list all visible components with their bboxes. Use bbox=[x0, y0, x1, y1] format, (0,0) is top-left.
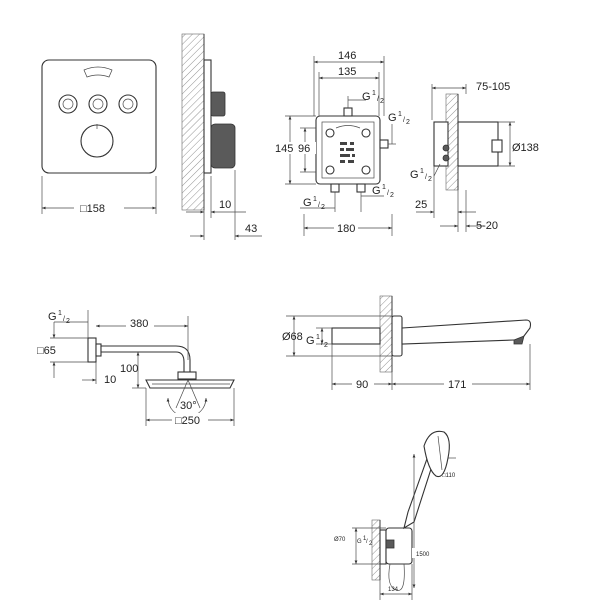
plate-side bbox=[203, 59, 212, 174]
svg-text:1: 1 bbox=[316, 334, 320, 341]
brand-logo bbox=[83, 66, 113, 78]
svg-text:/: / bbox=[387, 190, 389, 197]
svg-text:1: 1 bbox=[382, 184, 386, 191]
svg-text:/: / bbox=[377, 96, 379, 103]
spout-view: Ø68 G 1 / 2 90 171 bbox=[282, 295, 532, 391]
depth-b-label: 43 bbox=[245, 223, 257, 235]
svg-text:2: 2 bbox=[428, 176, 432, 183]
box-logo bbox=[335, 125, 361, 129]
button-3 bbox=[118, 94, 138, 114]
svg-text:/: / bbox=[318, 202, 320, 209]
head-shower-view: G 1 / 2 380 □65 10 100 30° □250 bbox=[37, 310, 235, 427]
thermostat-knob bbox=[80, 124, 114, 158]
hand-head-size: □110 bbox=[442, 473, 456, 479]
svg-text:/: / bbox=[403, 117, 405, 124]
svg-text:2: 2 bbox=[66, 318, 70, 325]
svg-text:G: G bbox=[362, 91, 371, 103]
hand-shower-view: □110 Ø70 G 1 / 2 1500 134 bbox=[334, 430, 456, 600]
panel-side-view: 10 43 bbox=[181, 33, 262, 240]
svg-text:G: G bbox=[306, 335, 315, 347]
svg-text:G: G bbox=[357, 539, 362, 545]
box-front-view: 146 135 G 1 / 2 G 1 / 2 145 96 G 1 / 2 bbox=[272, 50, 410, 236]
hose bbox=[388, 563, 405, 591]
panel-plate bbox=[41, 59, 157, 174]
box-outer-width: 146 bbox=[338, 50, 356, 62]
wall-flange-size: □65 bbox=[37, 345, 56, 357]
box-side-view: G 1 / 2 75-105 Ø138 25 5-20 bbox=[410, 81, 539, 232]
svg-text:1: 1 bbox=[372, 90, 376, 97]
depth-a-label: 10 bbox=[219, 199, 231, 211]
wall-outlet-plate bbox=[379, 529, 387, 565]
svg-text:/: / bbox=[366, 539, 368, 545]
svg-text:G: G bbox=[410, 169, 419, 181]
svg-text:/: / bbox=[321, 340, 323, 347]
svg-text:G: G bbox=[48, 311, 57, 323]
box-side-offset: 25 bbox=[415, 199, 427, 211]
button-side bbox=[210, 91, 226, 117]
box-height-inner: 96 bbox=[298, 143, 310, 155]
spout-pipe bbox=[331, 327, 381, 345]
svg-text:2: 2 bbox=[321, 204, 325, 211]
flange-gap: 10 bbox=[104, 374, 116, 386]
spout-length-b: 171 bbox=[448, 379, 466, 391]
svg-text:1: 1 bbox=[420, 168, 424, 175]
svg-text:/: / bbox=[63, 316, 65, 323]
panel-width-label: □158 bbox=[80, 203, 105, 215]
arm-length: 380 bbox=[130, 318, 148, 330]
box-base-width: 180 bbox=[337, 223, 355, 235]
svg-text:G: G bbox=[303, 197, 312, 209]
knob-side bbox=[210, 123, 236, 169]
svg-text:2: 2 bbox=[369, 541, 373, 547]
tilt-angle: 30° bbox=[180, 400, 197, 412]
box-side-range-top: 75-105 bbox=[476, 81, 510, 93]
wall-flange bbox=[87, 337, 97, 363]
svg-text:1: 1 bbox=[313, 196, 317, 203]
shower-arm bbox=[100, 345, 191, 373]
wall-hatch bbox=[181, 33, 205, 211]
svg-text:2: 2 bbox=[324, 342, 328, 349]
spout-diameter: Ø68 bbox=[282, 331, 303, 343]
svg-text:/: / bbox=[425, 174, 427, 181]
box-side-diameter: Ø138 bbox=[512, 142, 539, 154]
svg-text:1: 1 bbox=[398, 111, 402, 118]
outlet-width: 134 bbox=[388, 587, 399, 593]
hose-length: 1500 bbox=[416, 552, 430, 558]
box-height-outer: 145 bbox=[275, 143, 293, 155]
button-2 bbox=[88, 94, 108, 114]
svg-text:2: 2 bbox=[390, 192, 394, 199]
outlet-diameter: Ø70 bbox=[334, 537, 346, 543]
head-drop: 100 bbox=[120, 363, 138, 375]
spout-body bbox=[401, 319, 532, 345]
box-side-range-bottom: 5-20 bbox=[476, 220, 498, 232]
head-size: □250 bbox=[175, 415, 200, 427]
svg-text:2: 2 bbox=[380, 98, 384, 105]
svg-text:2: 2 bbox=[406, 119, 410, 126]
box-side-sleeve bbox=[457, 121, 499, 167]
svg-text:1: 1 bbox=[363, 536, 367, 542]
button-1 bbox=[58, 94, 78, 114]
panel-front-view: □158 bbox=[41, 59, 157, 215]
svg-text:1: 1 bbox=[58, 310, 62, 317]
svg-text:G: G bbox=[388, 112, 397, 124]
box-inner-width: 135 bbox=[338, 66, 356, 78]
spout-rosette bbox=[391, 315, 403, 357]
svg-text:G: G bbox=[372, 185, 381, 197]
spout-length-a: 90 bbox=[356, 379, 368, 391]
